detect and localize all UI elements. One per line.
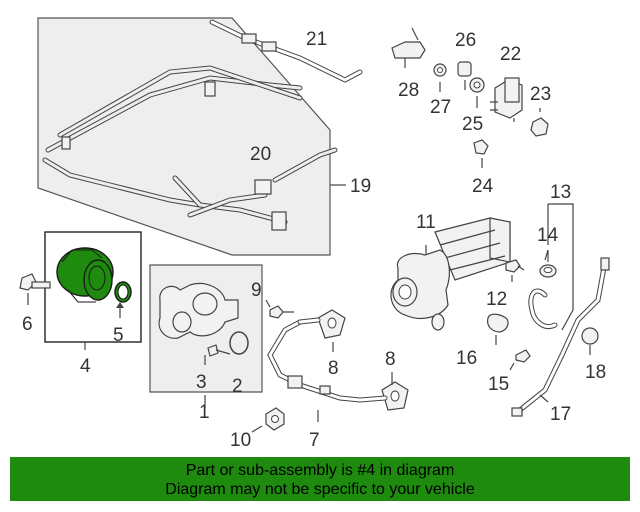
callout-13: 13 [550,182,571,203]
part-6-bolt [19,273,51,305]
callout-4: 4 [80,356,91,377]
callout-16: 16 [456,348,477,369]
part-4-highlight [56,247,132,303]
part-21-hose [209,19,363,83]
callout-numbers: 1 2 3 4 5 6 7 8 8 9 10 11 12 13 14 15 16… [22,29,606,451]
callout-15: 15 [488,374,509,395]
info-banner: Part or sub-assembly is #4 in diagram Di… [10,457,630,501]
callout-26: 26 [455,30,476,51]
callout-8a: 8 [328,358,339,379]
callout-27: 27 [430,97,451,118]
callout-17: 17 [550,404,571,425]
callout-22: 22 [500,44,521,65]
callout-18: 18 [585,362,606,383]
callout-21: 21 [306,29,327,50]
parts-diagram: 1 2 3 4 5 6 7 8 8 9 10 11 12 13 14 15 16… [19,17,610,451]
small-parts-right [487,203,610,417]
callout-7: 7 [309,430,320,451]
callout-25: 25 [462,114,483,135]
callout-24: 24 [472,176,494,197]
callout-20: 20 [250,144,271,165]
callout-12: 12 [486,289,507,310]
part-4-assembly [44,231,142,343]
callout-5: 5 [113,325,124,346]
callout-1: 1 [199,402,210,423]
callout-10: 10 [230,430,251,451]
vacuum-hose-panel [37,17,338,256]
callout-leaders [84,184,549,408]
small-parts-top-right [391,27,549,168]
banner-line-2: Diagram may not be specific to your vehi… [165,481,475,498]
callout-2: 2 [232,376,243,397]
callout-14: 14 [537,225,559,246]
callout-23: 23 [530,84,551,105]
callout-19: 19 [350,176,371,197]
small-parts-bottom [251,299,409,433]
part-11-egr-cooler [390,217,511,331]
callout-8b: 8 [385,349,396,370]
part-1-assembly-panel [149,264,263,393]
callout-3: 3 [196,372,207,393]
callout-6: 6 [22,314,33,335]
callout-9: 9 [251,280,262,301]
callout-11: 11 [416,212,436,233]
banner-line-1: Part or sub-assembly is #4 in diagram [185,462,455,479]
callout-28: 28 [398,80,419,101]
